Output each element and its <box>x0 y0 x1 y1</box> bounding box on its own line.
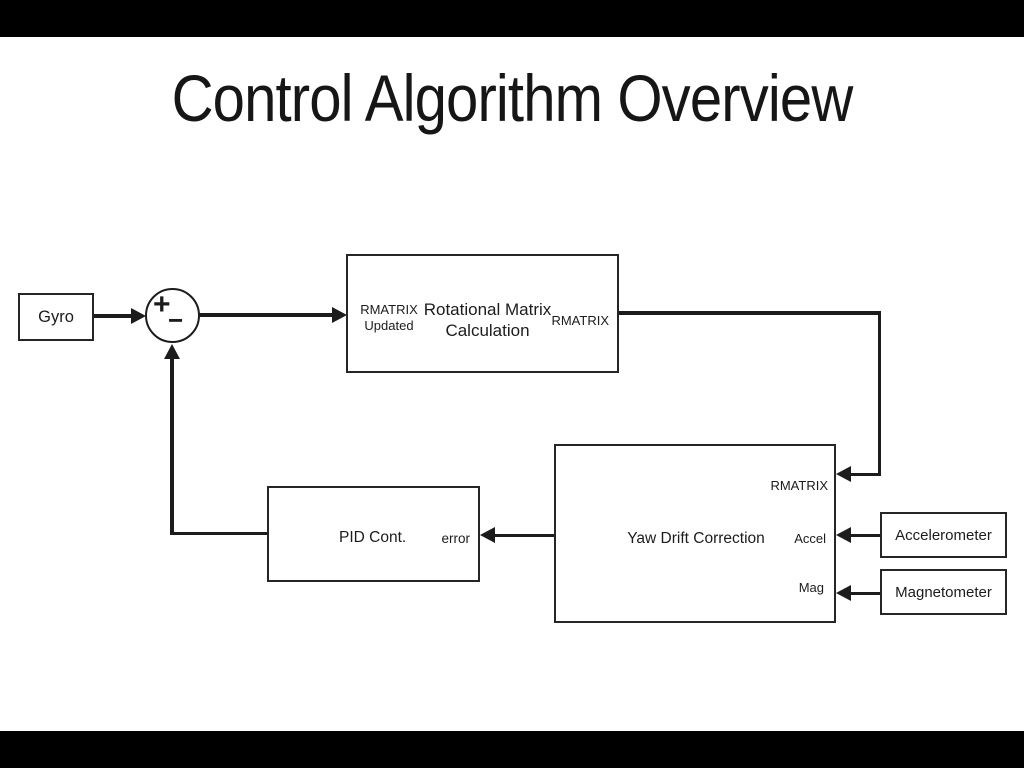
magnetometer-block: Magnetometer <box>880 569 1007 615</box>
summing-junction: + − <box>145 288 200 343</box>
gyro-block: Gyro <box>18 293 94 341</box>
arrowhead-into-yaw-mag <box>836 585 851 601</box>
magnetometer-label: Magnetometer <box>895 583 992 601</box>
connector-mag-to-yaw <box>850 591 880 595</box>
connector-gyro-to-sum <box>94 314 133 318</box>
pid-port-error: error <box>441 531 470 546</box>
pid-controller-block: PID Cont. error <box>267 486 480 582</box>
arrowhead-into-sum-left <box>131 308 146 324</box>
rmatrix-updated-input-port: RMATRIX Updated <box>356 302 422 333</box>
yaw-port-mag: Mag <box>798 580 824 595</box>
minus-sign: − <box>168 305 184 335</box>
arrowhead-into-rmatrix-block <box>332 307 347 323</box>
yaw-port-rmatrix: RMATRIX <box>770 478 828 493</box>
yaw-port-accel: Accel <box>794 531 826 546</box>
port-label-line: RMATRIX <box>360 302 418 317</box>
pid-title: PID Cont. <box>339 529 407 546</box>
accelerometer-block: Accelerometer <box>880 512 1007 558</box>
connector-accel-to-yaw <box>850 533 880 537</box>
letterbox-bar-top <box>0 0 1024 37</box>
connector-pid-feedback-horizontal <box>170 531 267 535</box>
connector-sum-to-rmatrix <box>199 313 334 317</box>
plus-sign: + <box>153 288 171 321</box>
arrowhead-into-yaw-rmatrix <box>836 466 851 482</box>
yaw-drift-correction-block: Yaw Drift Correction RMATRIX Accel Mag <box>554 444 836 623</box>
slide-title: Control Algorithm Overview <box>171 61 854 135</box>
yaw-drift-title: Yaw Drift Correction <box>627 530 765 547</box>
connector-rmatrix-out-horizontal <box>619 311 881 315</box>
arrowhead-into-pid <box>480 527 495 543</box>
connector-rmatrix-into-yaw <box>850 472 879 476</box>
connector-rmatrix-out-vertical <box>877 311 881 476</box>
rotational-matrix-block: RMATRIX Updated Rotational Matrix Calcul… <box>346 254 619 373</box>
gyro-label: Gyro <box>38 307 74 326</box>
port-label-line: Updated <box>364 317 414 333</box>
arrowhead-into-yaw-accel <box>836 527 851 543</box>
connector-yaw-to-pid <box>493 533 554 537</box>
letterbox-bar-bottom <box>0 731 1024 768</box>
accelerometer-label: Accelerometer <box>895 526 992 544</box>
rotational-matrix-title: Rotational Matrix Calculation <box>423 300 552 340</box>
connector-pid-feedback-vertical <box>170 357 174 535</box>
arrowhead-into-sum-bottom <box>164 344 180 359</box>
rmatrix-output-port: RMATRIX <box>551 313 609 328</box>
